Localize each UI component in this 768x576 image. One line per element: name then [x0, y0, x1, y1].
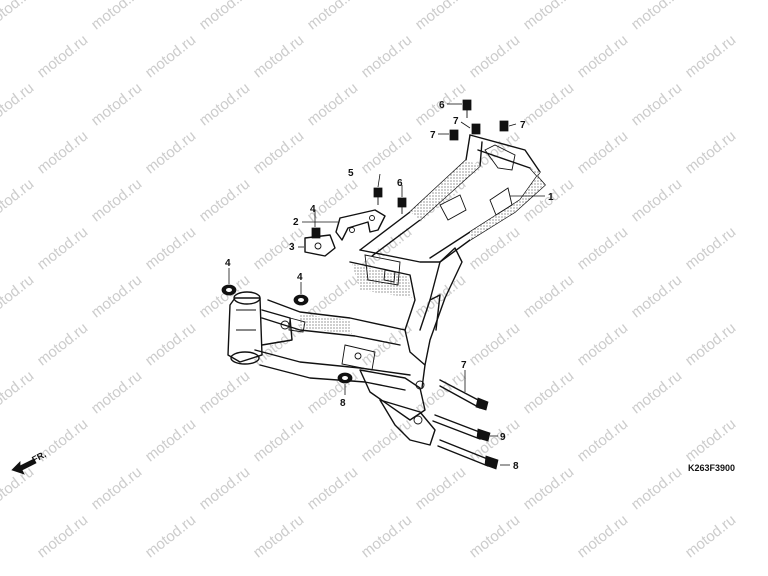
frame-body — [227, 134, 546, 446]
front-arrow-label: FR. — [30, 449, 47, 465]
leader-lines — [228, 103, 545, 466]
bolt-6b — [397, 197, 407, 214]
bracket-part-3 — [304, 234, 336, 257]
nut-4c — [337, 372, 353, 384]
nut-4a — [221, 284, 237, 296]
callout-8b: 8 — [513, 461, 519, 472]
front-arrow: FR. — [11, 449, 48, 475]
drawing-code: K263F3900 — [688, 463, 735, 473]
bolt-8a — [439, 379, 489, 411]
bolt-9 — [432, 414, 491, 442]
bolt-7c — [449, 129, 459, 141]
callout-4c: 8 — [340, 398, 346, 409]
callout-1: 1 — [548, 192, 554, 203]
callout-7a: 6 — [439, 100, 445, 111]
callout-6a: 5 — [348, 168, 354, 179]
callout-6b: 6 — [397, 178, 403, 189]
bolt-7d — [499, 120, 509, 132]
bolt-5 — [311, 227, 321, 239]
callout-9: 9 — [500, 432, 506, 443]
bolt-7b — [471, 123, 481, 135]
bolt-8b — [437, 439, 499, 470]
callouts: 6 7 7 7 1 5 6 4 2 3 4 4 8 7 9 8 — [225, 100, 554, 472]
callout-4a: 4 — [225, 258, 231, 269]
callout-7c: 7 — [430, 130, 436, 141]
bolt-7a — [462, 99, 472, 118]
callout-3: 3 — [289, 242, 295, 253]
bracket-part-2 — [335, 209, 386, 241]
bolt-6a — [373, 187, 383, 205]
callout-7d: 7 — [520, 120, 526, 131]
callout-4b: 4 — [297, 272, 303, 283]
callout-7b: 7 — [453, 116, 459, 127]
callout-5: 4 — [310, 204, 316, 215]
callout-8a: 7 — [461, 360, 467, 371]
fasteners — [221, 99, 509, 470]
nut-4b — [293, 294, 309, 306]
callout-2: 2 — [293, 217, 299, 228]
